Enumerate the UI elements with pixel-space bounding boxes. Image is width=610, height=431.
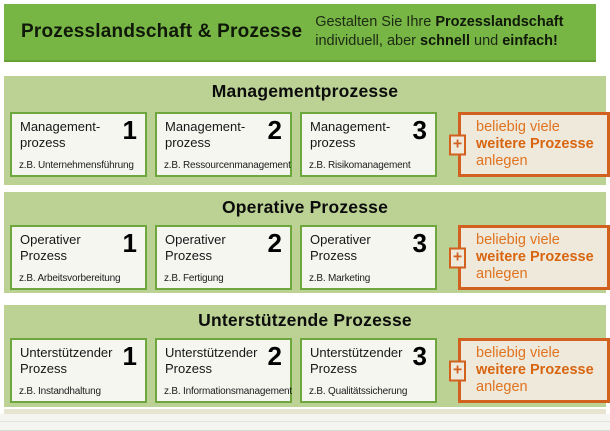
process-number: 2 xyxy=(267,115,282,145)
add-box-line-bold: weitere Prozesse xyxy=(476,249,594,265)
process-number: 3 xyxy=(412,341,427,371)
process-title-line: Unterstützender xyxy=(165,345,258,360)
add-box-line: beliebig viele xyxy=(476,345,560,361)
process-title-line: Prozess xyxy=(310,361,357,376)
process-title-line: prozess xyxy=(20,135,66,150)
process-title-line: Operativer xyxy=(20,232,81,247)
add-process-button[interactable]: + beliebig viele weitere Prozesse anlege… xyxy=(449,112,610,177)
process-title-line: Prozess xyxy=(165,361,212,376)
tagline-text: und xyxy=(469,33,503,49)
process-box-title: Management-prozess xyxy=(12,114,145,151)
add-box-line: anlegen xyxy=(476,379,528,395)
bottom-divider-strip xyxy=(4,409,606,414)
tagline-line2: individuell, aber schnell und einfach! xyxy=(315,32,563,51)
tagline-line1: Gestalten Sie Ihre Prozesslandschaft xyxy=(315,13,563,32)
process-example: z.B. Arbeitsvorbereitung xyxy=(19,273,121,284)
process-title-line: Prozess xyxy=(165,248,212,263)
process-title-line: prozess xyxy=(310,135,356,150)
add-box-line-bold: weitere Prozesse xyxy=(476,136,594,152)
process-title-line: Prozess xyxy=(20,361,67,376)
process-example: z.B. Ressourcenmanagement xyxy=(164,160,291,171)
process-title-line: Operativer xyxy=(310,232,371,247)
process-example: z.B. Unternehmensführung xyxy=(19,160,134,171)
plus-icon[interactable]: + xyxy=(449,134,466,155)
page-title: Prozesslandschaft & Prozesse xyxy=(21,21,303,42)
process-box-title: Management-prozess xyxy=(157,114,290,151)
process-example: z.B. Risikomanagement xyxy=(309,160,411,171)
process-title-line: Management- xyxy=(20,119,101,134)
process-number: 1 xyxy=(122,115,137,145)
process-title-line: Prozess xyxy=(20,248,67,263)
section-title: Operative Prozesse xyxy=(221,197,389,217)
process-number: 2 xyxy=(267,228,282,258)
add-box-line-bold: weitere Prozesse xyxy=(476,362,594,378)
process-box-title: Management-prozess xyxy=(302,114,435,151)
process-example: z.B. Informationsmanagement xyxy=(164,386,292,397)
process-box-management-1[interactable]: Management-prozess 1 z.B. Unternehmensfü… xyxy=(10,112,147,177)
section-title: Unterstützende Prozesse xyxy=(198,310,412,330)
tagline-bold-text: schnell xyxy=(420,33,470,49)
process-example: z.B. Marketing xyxy=(309,273,371,284)
tagline-text: Gestalten Sie Ihre xyxy=(315,14,436,30)
process-number: 1 xyxy=(122,228,137,258)
process-number: 1 xyxy=(122,341,137,371)
add-box-line: beliebig viele xyxy=(476,119,560,135)
header-bar: Prozesslandschaft & Prozesse Gestalten S… xyxy=(4,4,596,62)
tagline-bold-text: Prozesslandschaft xyxy=(435,14,564,30)
process-title-line: Management- xyxy=(165,119,246,134)
tagline-bold-text: einfach! xyxy=(502,33,558,49)
section-title: Managementprozesse xyxy=(211,81,399,101)
header-tagline: Gestalten Sie Ihre Prozesslandschaft ind… xyxy=(315,13,563,51)
process-title-line: Unterstützender xyxy=(310,345,403,360)
process-box-management-2[interactable]: Management-prozess 2 z.B. Ressourcenmana… xyxy=(155,112,292,177)
bottom-margin-area xyxy=(0,414,610,431)
process-number: 3 xyxy=(412,228,427,258)
plus-icon[interactable]: + xyxy=(449,247,466,268)
tagline-text: individuell, aber xyxy=(315,33,421,49)
process-number: 2 xyxy=(267,341,282,371)
process-number: 3 xyxy=(412,115,427,145)
add-box-line: beliebig viele xyxy=(476,232,560,248)
process-title-line: Unterstützender xyxy=(20,345,113,360)
add-box-line: anlegen xyxy=(476,266,528,282)
process-example: z.B. Fertigung xyxy=(164,273,224,284)
process-example: z.B. Qualitätssicherung xyxy=(309,386,408,397)
plus-icon[interactable]: + xyxy=(449,360,466,381)
add-process-button[interactable]: + beliebig viele weitere Prozesse anlege… xyxy=(449,225,610,290)
add-process-button[interactable]: + beliebig viele weitere Prozesse anlege… xyxy=(449,338,610,403)
process-example: z.B. Instandhaltung xyxy=(19,386,101,397)
section-management: Managementprozesse Management-prozess 1 … xyxy=(4,76,610,185)
process-title-line: prozess xyxy=(165,135,211,150)
process-row: Management-prozess 1 z.B. Unternehmensfü… xyxy=(10,112,610,177)
add-box-line: anlegen xyxy=(476,153,528,169)
process-title-line: Operativer xyxy=(165,232,226,247)
process-title-line: Prozess xyxy=(310,248,357,263)
process-title-line: Management- xyxy=(310,119,391,134)
process-box-management-3[interactable]: Management-prozess 3 z.B. Risikomanageme… xyxy=(300,112,437,177)
